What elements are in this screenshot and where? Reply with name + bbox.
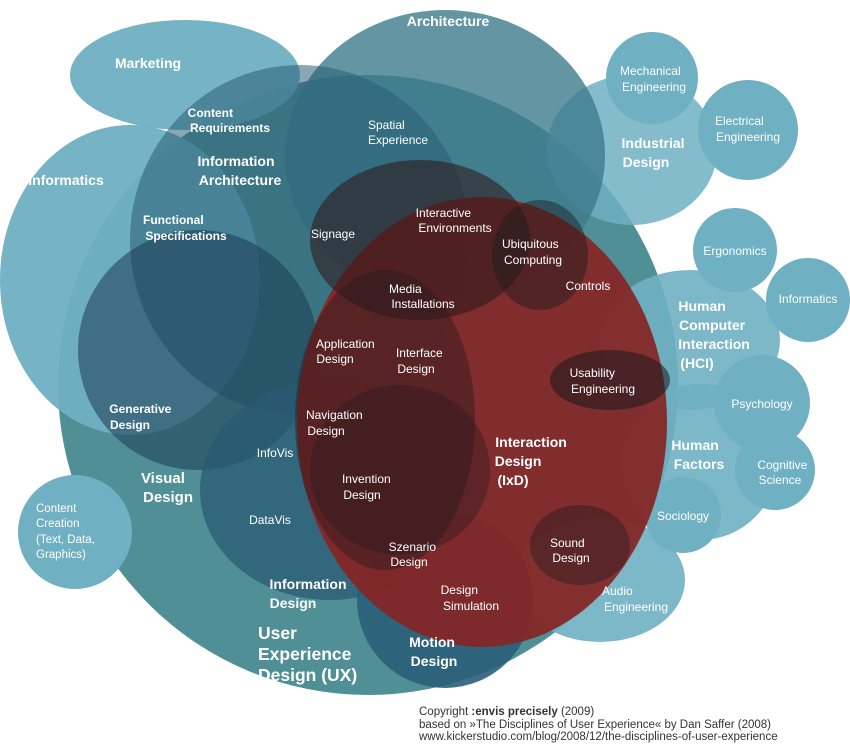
application-design-overlap: [295, 270, 475, 570]
label-functional-specifications: Functional Specifications: [143, 213, 227, 243]
credit-based-on: based on »The Disciplines of User Experi…: [419, 718, 772, 731]
label-datavis: DataVis: [249, 513, 291, 527]
label-interface-design: Interface Design: [396, 346, 446, 376]
label-sociology: Sociology: [657, 509, 709, 523]
label-spatial-experience: Spatial Experience: [368, 118, 428, 147]
label-industrial-design: Industrial Design: [622, 135, 689, 170]
psychology-circle: [714, 355, 810, 451]
credit-copyright-line: Copyright :envis precisely (2009): [419, 706, 778, 719]
ubiquitous-computing-overlap: [492, 200, 588, 310]
label-marketing: Marketing: [115, 55, 181, 71]
credit-brand: :envis precisely: [471, 706, 558, 718]
ergonomics-circle: [693, 208, 777, 292]
usability-engineering-overlap: [550, 350, 670, 410]
label-content-requirements: Content Requirements: [188, 106, 271, 135]
credit-copyright-prefix: Copyright: [419, 706, 469, 718]
label-electrical-engineering: Electrical Engineering: [715, 114, 780, 144]
label-interactive-environments: Interactive Environments: [416, 206, 492, 235]
invention-design-overlap: [310, 385, 490, 555]
label-ergonomics: Ergonomics: [703, 244, 766, 258]
label-ubiquitous-computing: Ubiquitous Computing: [502, 237, 562, 267]
label-content-creation: Content Creation (Text, Data, Graphics): [36, 503, 98, 561]
label-usability-engineering: Usability Engineering: [570, 366, 635, 396]
label-invention-design: Invention Design: [342, 472, 394, 502]
label-hci: Human Computer Interaction (HCI): [678, 298, 753, 371]
label-motion-design: Motion Design: [409, 634, 459, 669]
label-ux: User Experience Design (UX): [258, 623, 357, 685]
label-psychology: Psychology: [731, 397, 792, 411]
label-media-installations: Media Installations: [389, 282, 455, 311]
label-navigation-design: Navigation Design: [306, 408, 366, 438]
label-human-factors: Human Factors: [671, 437, 724, 472]
label-signage: Signage: [311, 227, 355, 241]
label-infovis: InfoVis: [257, 446, 293, 460]
label-information-design: Information Design: [270, 576, 351, 611]
label-interaction-design: Interaction Design (IxD): [495, 434, 571, 488]
cognitive-science-circle: [735, 430, 815, 510]
label-controls: Controls: [566, 279, 611, 293]
label-mechanical-engineering: Mechanical Engineering: [620, 64, 686, 94]
label-design-simulation: Design Simulation: [441, 583, 499, 613]
mechanical-engineering-circle: [606, 32, 698, 124]
credit-year: (2009): [560, 706, 595, 718]
label-visual-design: Visual Design: [141, 470, 193, 506]
credit-url[interactable]: www.kickerstudio.com/blog/2008/12/the-di…: [419, 731, 778, 743]
interactive-environments-overlap: [310, 160, 530, 320]
electrical-engineering-circle: [698, 80, 798, 180]
label-application-design: Application Design: [316, 337, 378, 366]
credits: Copyright :envis precisely (2009) based …: [419, 706, 778, 744]
label-generative-design: Generative Design: [109, 402, 174, 432]
sound-design-overlap: [530, 505, 630, 585]
label-informatics-right: Informatics: [779, 292, 838, 306]
label-sound-design: Sound Design: [550, 536, 590, 565]
label-szenario-design: Szenario Design: [389, 540, 440, 569]
label-cognitive-science: Cognitive Science: [757, 458, 810, 487]
label-information-architecture: Information Architecture: [198, 153, 282, 188]
label-audio-engineering: Audio Engineering: [602, 584, 668, 614]
content-creation-circle: [18, 475, 132, 589]
informatics-right-circle: [766, 258, 850, 342]
label-informatics-left: Informatics: [28, 172, 104, 188]
label-architecture: Architecture: [407, 13, 490, 29]
sociology-circle: [645, 477, 721, 553]
